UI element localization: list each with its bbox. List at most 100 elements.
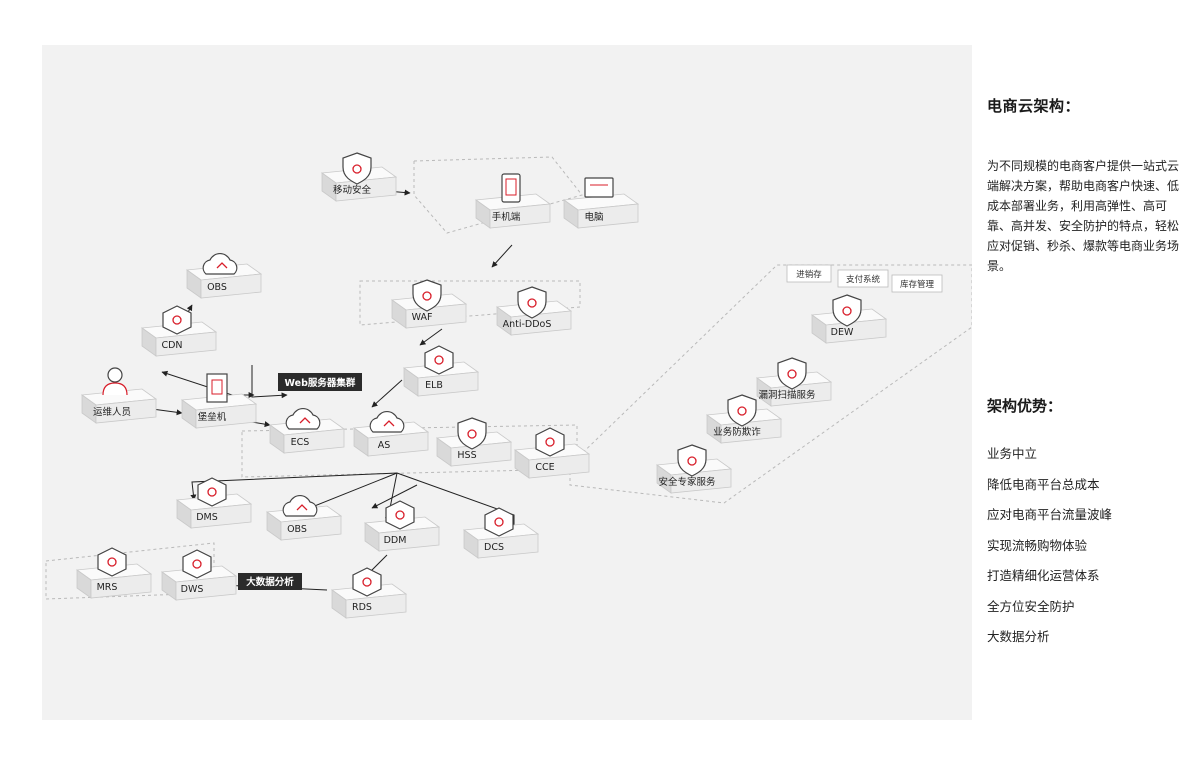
node-label: AS <box>378 440 391 451</box>
node-dcs: DCS <box>462 507 540 559</box>
node-obs-top: OBS <box>185 252 263 299</box>
advantage-item: 降低电商平台总成本 <box>987 476 1100 492</box>
node-label: CDN <box>161 340 182 351</box>
fraud-shield-icon <box>727 394 757 427</box>
shield-drop-icon <box>517 286 547 319</box>
connector-arrow <box>371 484 418 509</box>
load-balancer-icon <box>424 345 454 375</box>
shield-icon <box>412 279 442 312</box>
node-ecs: ECS <box>268 407 346 454</box>
node-label: RDS <box>352 602 372 613</box>
chip-2: 库存管理 <box>891 274 943 293</box>
node-vss: 漏洞扫描服务 <box>755 357 833 407</box>
chip-0: 进销存 <box>786 264 832 283</box>
connector-arrow <box>190 472 398 501</box>
node-label: CCE <box>535 462 554 473</box>
key-shield-icon <box>832 294 862 327</box>
phone-shield-icon <box>342 152 372 185</box>
node-label: 运维人员 <box>93 406 131 418</box>
monitor-icon <box>584 177 614 198</box>
cloud-scale-icon <box>369 410 405 433</box>
node-dws: DWS <box>160 549 238 601</box>
node-obs: OBS <box>265 494 343 541</box>
connector-arrow <box>491 244 513 268</box>
advantage-item: 全方位安全防护 <box>987 598 1075 614</box>
node-bastion: 堡垒机 <box>180 373 258 429</box>
chip-1: 支付系统 <box>837 269 889 288</box>
node-hss: HSS <box>435 417 513 467</box>
network-node-icon <box>162 305 192 335</box>
chip-label: 进销存 <box>796 269 822 280</box>
advantage-item: 应对电商平台流量波峰 <box>987 507 1113 522</box>
node-elb: ELB <box>402 345 480 397</box>
tag-bigdata: 大数据分析 <box>238 573 302 590</box>
node-label: WAF <box>412 312 433 323</box>
node-label: DDM <box>384 535 407 546</box>
architecture-diagram: 移动安全手机端 电脑 WAF Anti-DDoS OBS CDN ELB 运维人员 堡垒机 ECS… <box>42 45 972 720</box>
cloud-server-icon <box>285 407 321 430</box>
node-label: ECS <box>291 437 310 448</box>
node-label: DEW <box>831 327 854 338</box>
node-waf: WAF <box>390 279 468 329</box>
database-icon <box>352 567 382 597</box>
scan-shield-icon <box>777 357 807 390</box>
node-label: HSS <box>457 450 476 461</box>
node-phone: 手机端 <box>474 173 552 229</box>
node-cce: CCE <box>513 427 591 479</box>
connector-arrow <box>419 328 443 346</box>
node-mobile-security: 移动安全 <box>320 152 398 202</box>
chip-label: 库存管理 <box>900 279 935 290</box>
node-label: OBS <box>287 524 307 535</box>
node-label: OBS <box>207 282 227 293</box>
node-dew: DEW <box>810 294 888 344</box>
advantage-item: 打造精细化运营体系 <box>987 568 1100 583</box>
container-icon <box>535 427 565 457</box>
node-label: Anti-DDoS <box>503 319 552 330</box>
group-devices <box>413 156 583 234</box>
advantage-item: 大数据分析 <box>987 629 1050 644</box>
tag-label: 大数据分析 <box>246 576 294 588</box>
node-label: 电脑 <box>584 211 603 223</box>
person-icon <box>107 367 123 383</box>
node-rds: RDS <box>330 567 408 619</box>
node-expert: 安全专家服务 <box>655 444 733 494</box>
node-ops: 运维人员 <box>80 367 158 424</box>
warehouse-icon <box>182 549 212 579</box>
node-label: 堡垒机 <box>198 411 227 423</box>
advantages-list: 业务中立 降低电商平台总成本 应对电商平台流量波峰 实现流畅购物体验 打造精细化… <box>987 443 1112 657</box>
side-panel: 电商云架构： 为不同规模的电商客户提供一站式云端解决方案，帮助电商客户快速、低成… <box>987 95 1187 276</box>
cloud-upload-icon <box>202 252 238 275</box>
node-cdn: CDN <box>140 305 218 357</box>
expert-shield-icon <box>677 444 707 477</box>
connector-arrow <box>251 365 288 399</box>
node-ddm: DDM <box>363 500 441 552</box>
group-right-panel <box>569 264 972 504</box>
node-anti-ddos: Anti-DDoS <box>495 286 573 336</box>
architecture-title: 电商云架构： <box>987 97 1081 115</box>
advantages-title: 架构优势： <box>987 397 1063 415</box>
advantage-item: 业务中立 <box>987 446 1038 461</box>
shield-doc-icon <box>457 417 487 450</box>
cluster-icon <box>97 547 127 577</box>
node-label: DWS <box>181 584 204 595</box>
chip-label: 支付系统 <box>846 274 881 285</box>
node-dms: DMS <box>175 477 253 529</box>
phone-icon <box>501 173 521 203</box>
advantage-item: 实现流畅购物体验 <box>987 537 1088 553</box>
cloud-upload-icon <box>282 494 318 517</box>
node-as: AS <box>352 410 430 457</box>
group-security <box>359 280 581 326</box>
node-label: 安全专家服务 <box>658 476 716 488</box>
node-label: 手机端 <box>492 211 521 223</box>
distributed-db-icon <box>385 500 415 530</box>
node-label: MRS <box>97 582 118 593</box>
message-queue-icon <box>197 477 227 507</box>
node-label: ELB <box>425 380 443 391</box>
node-anti-fraud: 业务防欺诈 <box>705 394 783 444</box>
tag-web-cluster: Web服务器集群 <box>278 373 362 391</box>
node-label: 漏洞扫描服务 <box>758 389 816 401</box>
tag-label: Web服务器集群 <box>285 377 356 389</box>
cache-icon <box>484 507 514 537</box>
server-icon <box>206 373 228 403</box>
